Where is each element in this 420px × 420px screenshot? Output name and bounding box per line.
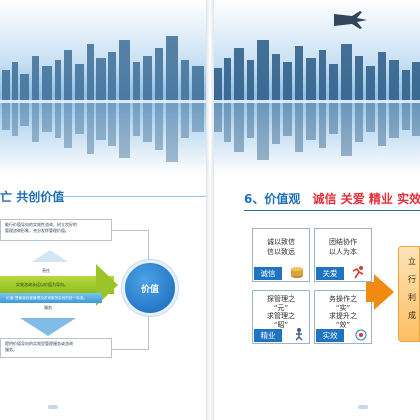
airplane-icon [334,11,367,29]
value-card-integrity: 诚以致信 信以致远 诚信 [252,228,310,282]
card-4-line-1: 务操作之 [329,295,357,303]
heading-text: 共创价值 [16,190,65,204]
bottom-text-line-1: 提供价值导向的实效型管理服务或咨询 [5,341,73,346]
runner-icon [352,266,364,279]
card-3-line-4: “昭” [273,320,289,329]
right-heading: 6、价值观 诚信 关爱 精业 实效 [244,190,420,207]
blue-bar-text: 价值”是衡量经营管理及咨询服务实效的统一标准。 [6,296,87,300]
card-3-label: 精业 [254,329,282,342]
card-2-line-1: 团结协作 [329,238,357,246]
coin-stack-icon [291,267,303,278]
right-heading-rule [244,210,420,211]
footer-ornament-right [358,405,368,409]
card-4-line-3: 求提升之 [329,312,357,320]
blue-bar [0,293,102,303]
top-text-line-2: 管理咨询形象，充分发挥管理价值。 [5,228,69,233]
footer-ornament [48,405,58,409]
label-responsibility: 责任 [42,268,50,273]
target-icon [355,329,367,341]
card-3-line-1: 探管理之 [267,295,295,303]
side-char-4: 成 [408,311,416,320]
city-skyline-banner-right [214,0,420,175]
left-page: 亡 共创价值 能行价值导向的实效性咨询，树立良好的 管理咨询形象，充分发挥管理价… [0,0,206,420]
up-arrow [32,250,68,262]
book-gutter [206,0,214,420]
heading-rule [60,196,206,197]
orange-arrow-tail [366,282,376,302]
card-3-line-2: “元” [273,303,289,312]
heading-partial-char: 亡 [0,190,13,204]
card-4-line-2: “实” [335,303,351,312]
green-bar-text: 实效咨询永远以价值为导向。 [16,282,68,287]
value-card-excellence: 探管理之 “元” 求管理之 “昭” 精业 [252,290,310,344]
card-2-line-2: 以人为本 [329,248,357,256]
value-card-effectiveness: 务操作之 “实” 求提升之 “效” 实效 [314,290,372,344]
city-skyline-banner [0,0,206,175]
top-text-line-1: 能行价值导向的实效性咨询，树立良好的 [5,222,77,227]
card-2-label: 关爱 [316,267,344,280]
card-4-label: 实效 [316,329,344,342]
bottom-text-line-2: 服务。 [5,347,17,352]
card-4-line-4: “效” [335,320,351,329]
side-char-1: 立 [408,257,416,266]
top-text-box: 能行价值导向的实效性咨询，树立良好的 管理咨询形象，充分发挥管理价值。 [0,219,112,241]
card-1-line-1: 诚以致信 [267,238,295,246]
value-circle: 价值 [122,260,178,316]
side-char-3: 利 [408,293,416,302]
card-3-line-3: 求管理之 [267,312,295,320]
label-service: 服务 [44,305,52,310]
orange-arrow-icon [374,274,394,310]
value-card-care: 团结协作 以人为本 关爱 [314,228,372,282]
figure-icon [295,328,303,341]
down-arrow [20,318,76,336]
bottom-text-box: 提供价值导向的实效型管理服务或咨询 服务。 [0,338,112,358]
card-1-label: 诚信 [254,267,282,280]
side-char-2: 行 [408,275,416,284]
card-1-line-2: 信以致远 [267,248,295,256]
green-arrow-bar [0,276,114,294]
heading-number: 6、价值观 [244,192,301,206]
heading-keywords: 诚信 关爱 精业 实效 [312,192,420,206]
left-heading: 亡 共创价值 [0,188,64,205]
